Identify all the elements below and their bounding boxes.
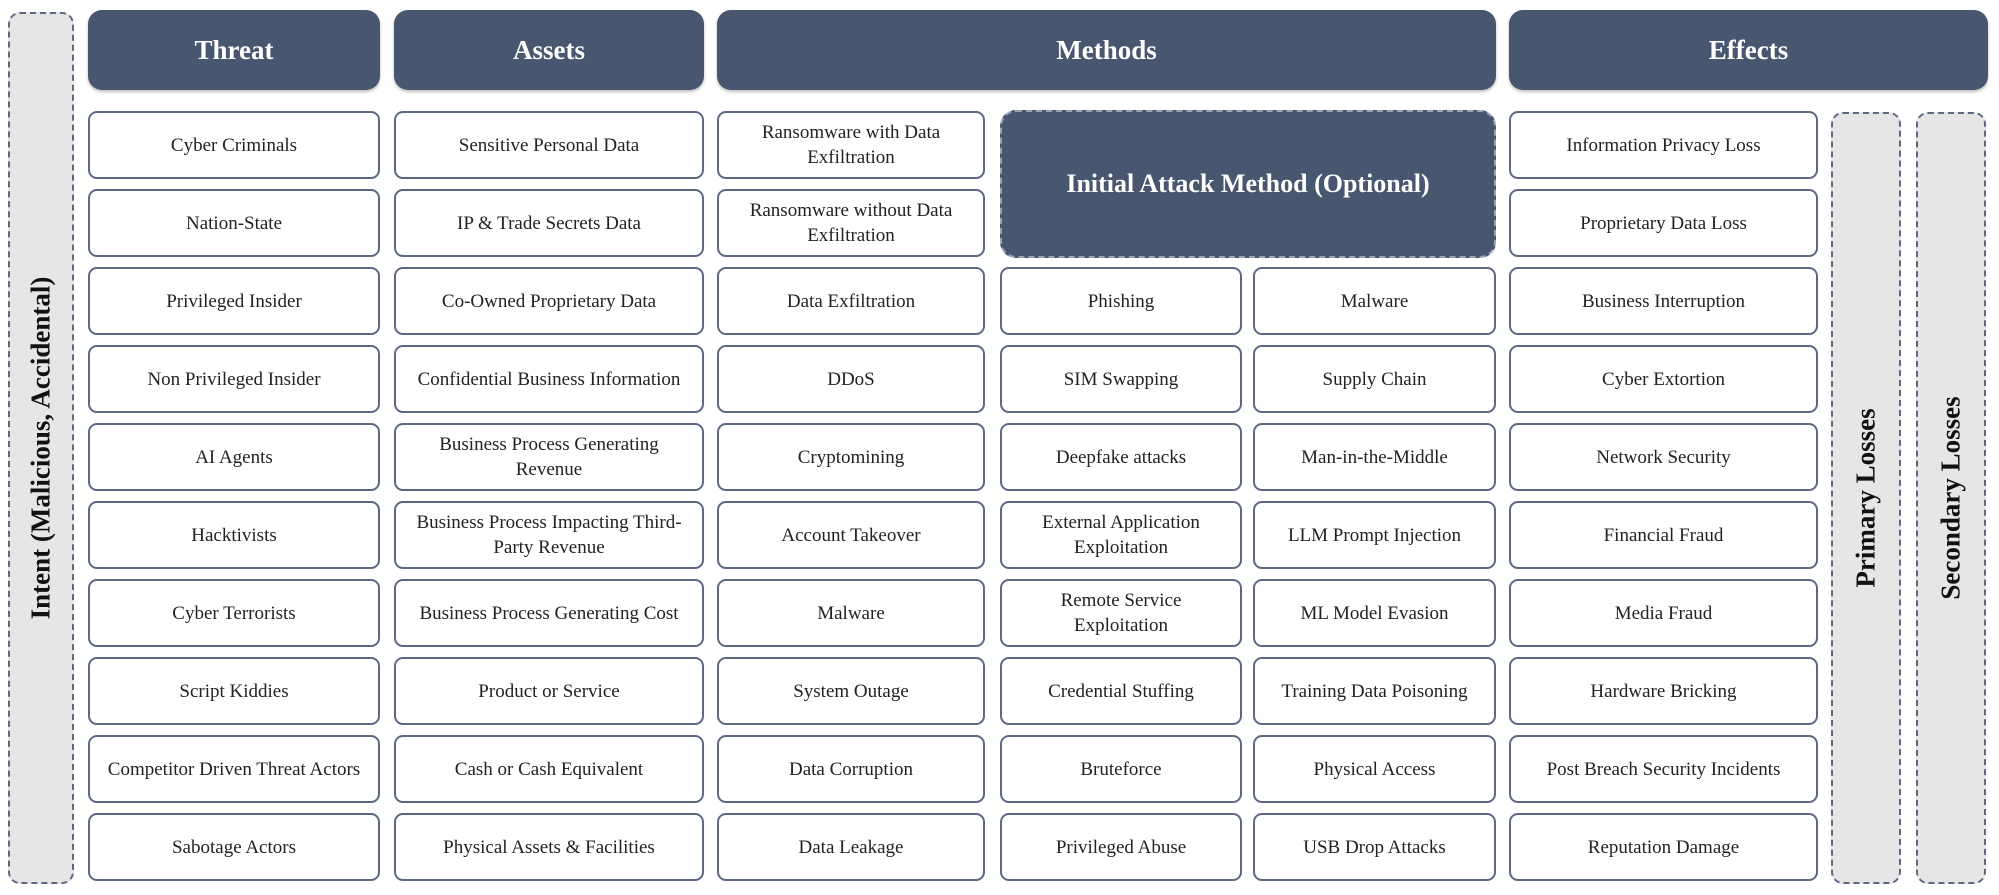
threat-item: Script Kiddies <box>88 657 380 725</box>
initial-methods-left-item: Remote Service Exploitation <box>1000 579 1242 647</box>
methods-item: Account Takeover <box>717 501 985 569</box>
methods-item: Ransomware without Data Exfiltration <box>717 189 985 257</box>
threat-item: Nation-State <box>88 189 380 257</box>
assets-item: Sensitive Personal Data <box>394 111 704 179</box>
initial-methods-left-item: Privileged Abuse <box>1000 813 1242 881</box>
effects-item: Cyber Extortion <box>1509 345 1818 413</box>
threat-item: Sabotage Actors <box>88 813 380 881</box>
secondary-losses-label: Secondary Losses <box>1935 396 1966 600</box>
effects-item: Reputation Damage <box>1509 813 1818 881</box>
methods-item: Data Exfiltration <box>717 267 985 335</box>
initial-methods-left-item: SIM Swapping <box>1000 345 1242 413</box>
initial-methods-right-item: Supply Chain <box>1253 345 1496 413</box>
threat-item: Cyber Terrorists <box>88 579 380 647</box>
methods-item: DDoS <box>717 345 985 413</box>
assets-item: Confidential Business Information <box>394 345 704 413</box>
header-threat: Threat <box>88 10 380 90</box>
effects-item: Hardware Bricking <box>1509 657 1818 725</box>
effects-item: Information Privacy Loss <box>1509 111 1818 179</box>
initial-methods-right-item: Training Data Poisoning <box>1253 657 1496 725</box>
assets-item: Business Process Generating Revenue <box>394 423 704 491</box>
methods-item: Cryptomining <box>717 423 985 491</box>
threat-item: Non Privileged Insider <box>88 345 380 413</box>
initial-methods-left-item: Bruteforce <box>1000 735 1242 803</box>
methods-item: System Outage <box>717 657 985 725</box>
initial-methods-left-item: External Application Exploitation <box>1000 501 1242 569</box>
methods-item: Malware <box>717 579 985 647</box>
initial-methods-left-item: Credential Stuffing <box>1000 657 1242 725</box>
effects-item: Financial Fraud <box>1509 501 1818 569</box>
methods-item: Data Leakage <box>717 813 985 881</box>
intent-label: Intent (Malicious, Accidental) <box>25 276 56 620</box>
effects-item: Media Fraud <box>1509 579 1818 647</box>
intent-bar: Intent (Malicious, Accidental) <box>8 12 74 884</box>
effects-item: Proprietary Data Loss <box>1509 189 1818 257</box>
initial-methods-right-item: Malware <box>1253 267 1496 335</box>
assets-item: Cash or Cash Equivalent <box>394 735 704 803</box>
assets-item: Business Process Impacting Third-Party R… <box>394 501 704 569</box>
threat-item: Hacktivists <box>88 501 380 569</box>
initial-methods-left-item: Deepfake attacks <box>1000 423 1242 491</box>
secondary-losses-bar: Secondary Losses <box>1916 112 1986 884</box>
initial-methods-right-item: LLM Prompt Injection <box>1253 501 1496 569</box>
initial-methods-right-item: Physical Access <box>1253 735 1496 803</box>
header-effects: Effects <box>1509 10 1988 90</box>
assets-item: Business Process Generating Cost <box>394 579 704 647</box>
methods-item: Data Corruption <box>717 735 985 803</box>
header-methods: Methods <box>717 10 1496 90</box>
initial-methods-left-item: Phishing <box>1000 267 1242 335</box>
effects-item: Network Security <box>1509 423 1818 491</box>
threat-item: Competitor Driven Threat Actors <box>88 735 380 803</box>
assets-item: Physical Assets & Facilities <box>394 813 704 881</box>
primary-losses-bar: Primary Losses <box>1831 112 1901 884</box>
threat-item: Cyber Criminals <box>88 111 380 179</box>
primary-losses-label: Primary Losses <box>1850 408 1881 588</box>
threat-item: AI Agents <box>88 423 380 491</box>
assets-item: Co-Owned Proprietary Data <box>394 267 704 335</box>
effects-item: Post Breach Security Incidents <box>1509 735 1818 803</box>
threat-item: Privileged Insider <box>88 267 380 335</box>
header-assets: Assets <box>394 10 704 90</box>
effects-item: Business Interruption <box>1509 267 1818 335</box>
assets-item: Product or Service <box>394 657 704 725</box>
assets-item: IP & Trade Secrets Data <box>394 189 704 257</box>
methods-item: Ransomware with Data Exfiltration <box>717 111 985 179</box>
initial-methods-right-item: Man-in-the-Middle <box>1253 423 1496 491</box>
initial-methods-right-item: ML Model Evasion <box>1253 579 1496 647</box>
initial-attack-method-box: Initial Attack Method (Optional) <box>1000 110 1496 258</box>
initial-methods-right-item: USB Drop Attacks <box>1253 813 1496 881</box>
